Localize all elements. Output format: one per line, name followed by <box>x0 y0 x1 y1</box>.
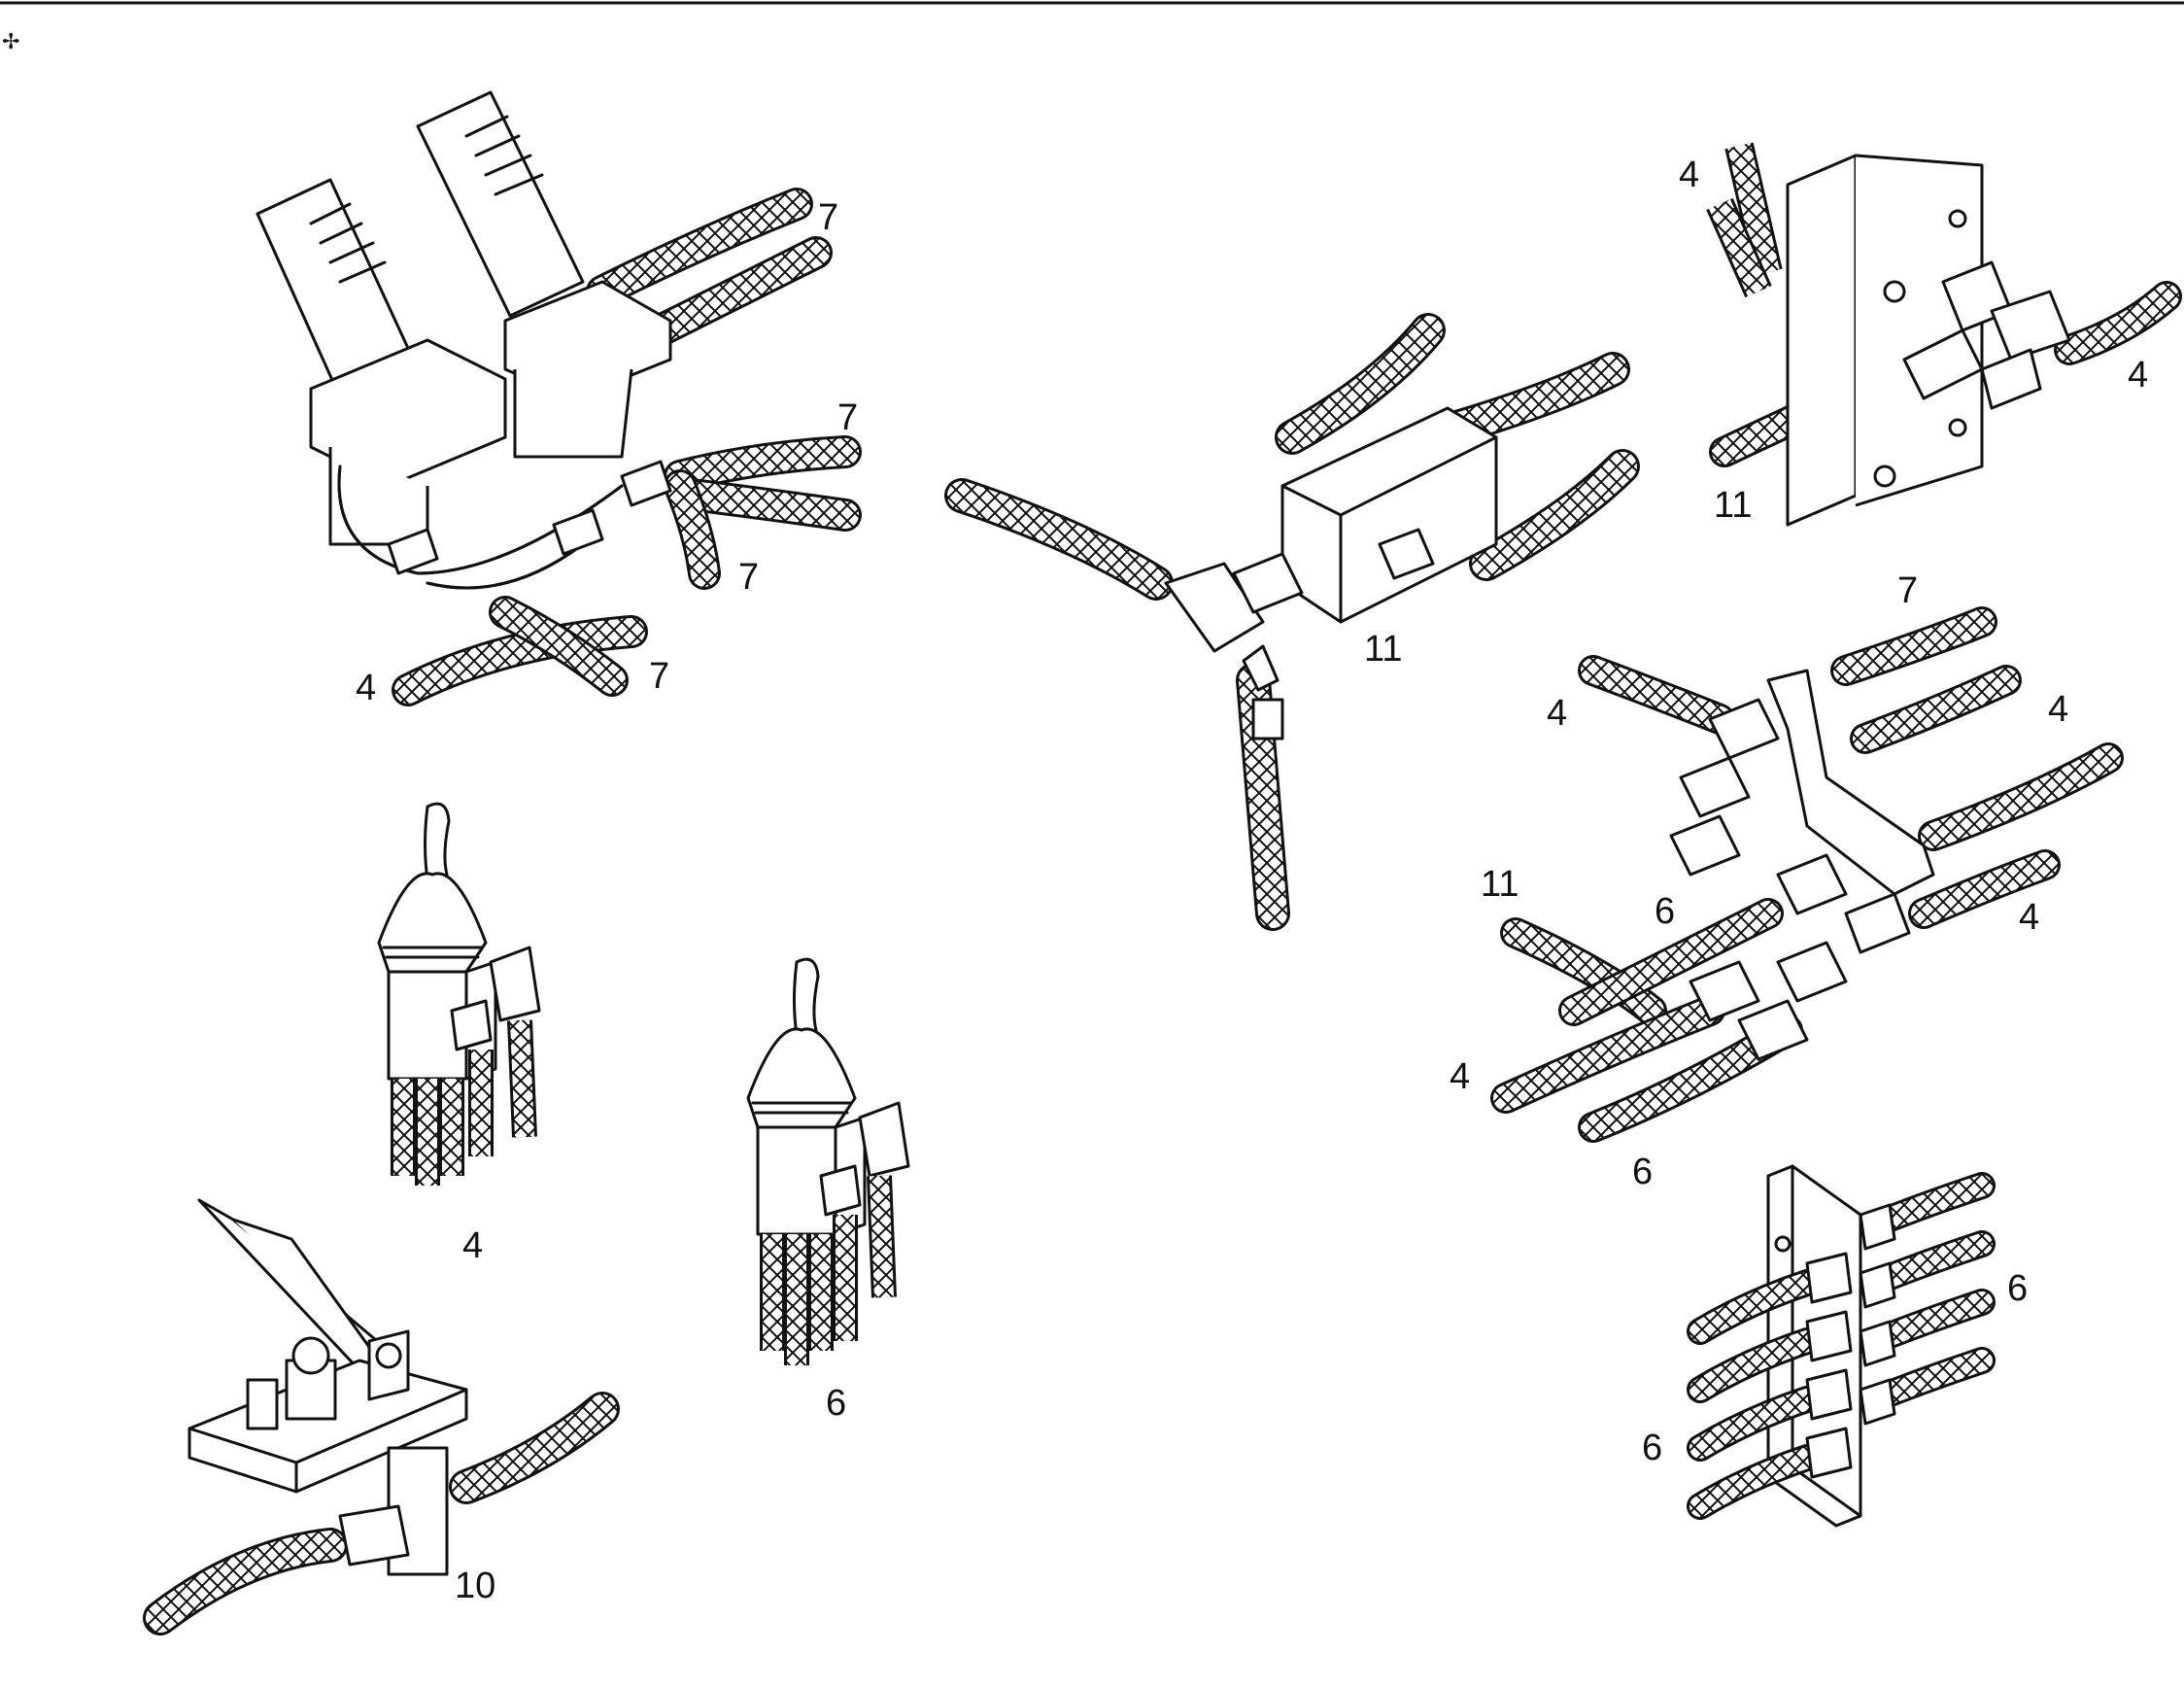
callout-label: 7 <box>837 397 858 438</box>
hose <box>392 615 648 706</box>
joystick-valve-left <box>377 802 541 1186</box>
hose <box>1578 655 1735 735</box>
hose <box>507 1019 537 1138</box>
callout-label: 4 <box>356 668 376 708</box>
mounting-bracket <box>1786 154 1858 527</box>
hose <box>1830 606 1997 686</box>
callout-label: 11 <box>1364 629 1402 670</box>
callout-label: 4 <box>1450 1056 1470 1097</box>
hose <box>1918 742 2124 851</box>
bulkhead-plate-assembly <box>1687 1164 1996 1528</box>
joystick-handle <box>424 802 451 881</box>
manifold-plate <box>1766 669 1935 896</box>
hose <box>1687 1327 1821 1403</box>
corner-mark: ✢ <box>2 29 19 53</box>
callout-label: 10 <box>455 1566 495 1606</box>
callout-label: 4 <box>2019 897 2039 938</box>
hose <box>449 1392 620 1504</box>
hose <box>586 188 813 308</box>
hose <box>489 596 629 697</box>
hose <box>944 478 1174 601</box>
pedal-plate <box>197 1198 391 1372</box>
callout-label: 7 <box>738 557 759 598</box>
callout-label: 7 <box>818 197 838 238</box>
manifold-plate-assembly <box>1490 606 2124 1143</box>
callout-label: 7 <box>1897 570 1918 611</box>
hose <box>1908 849 2061 929</box>
callout-label: 6 <box>1632 1152 1653 1192</box>
hose <box>1440 352 1630 445</box>
hose <box>1706 197 1772 298</box>
hose <box>664 435 862 493</box>
left-valve-body <box>309 338 507 488</box>
hose <box>1469 449 1640 581</box>
joystick-valve-right <box>746 957 910 1365</box>
callout-label: 7 <box>649 656 669 697</box>
hose <box>2054 281 2182 365</box>
right-pedal <box>416 90 585 318</box>
hose <box>1687 1386 1821 1462</box>
callout-label: 4 <box>1547 693 1567 734</box>
hose <box>1275 313 1446 455</box>
foot-pedal-valve <box>143 1198 620 1635</box>
hose <box>867 1175 897 1298</box>
hose <box>664 469 721 590</box>
hose <box>1558 898 1784 1026</box>
bracket-tee-assembly <box>1706 142 2182 527</box>
tee-block-assembly <box>944 313 1640 931</box>
callout-label: 6 <box>2007 1268 2028 1309</box>
hose <box>683 479 862 532</box>
callout-label: 4 <box>462 1225 483 1266</box>
hose <box>1687 1269 1821 1345</box>
callout-label: 4 <box>2128 355 2148 396</box>
callout-label: 11 <box>1714 485 1752 526</box>
joystick-handle <box>793 957 820 1037</box>
hose <box>1724 142 1783 276</box>
hose <box>1490 995 1725 1114</box>
callout-label: 11 <box>1481 864 1519 905</box>
hose <box>644 236 833 347</box>
callout-label: 6 <box>826 1383 846 1424</box>
callout-label: 4 <box>1679 155 1699 195</box>
callout-label: 4 <box>2048 689 2068 730</box>
callout-label: 6 <box>1655 891 1675 932</box>
callout-label: 6 <box>1642 1428 1662 1468</box>
twin-pedal-valve-assembly <box>256 90 862 706</box>
hose <box>143 1528 348 1635</box>
hose <box>1500 917 1667 1026</box>
hose <box>1850 665 2022 754</box>
hose <box>1687 1444 1821 1520</box>
